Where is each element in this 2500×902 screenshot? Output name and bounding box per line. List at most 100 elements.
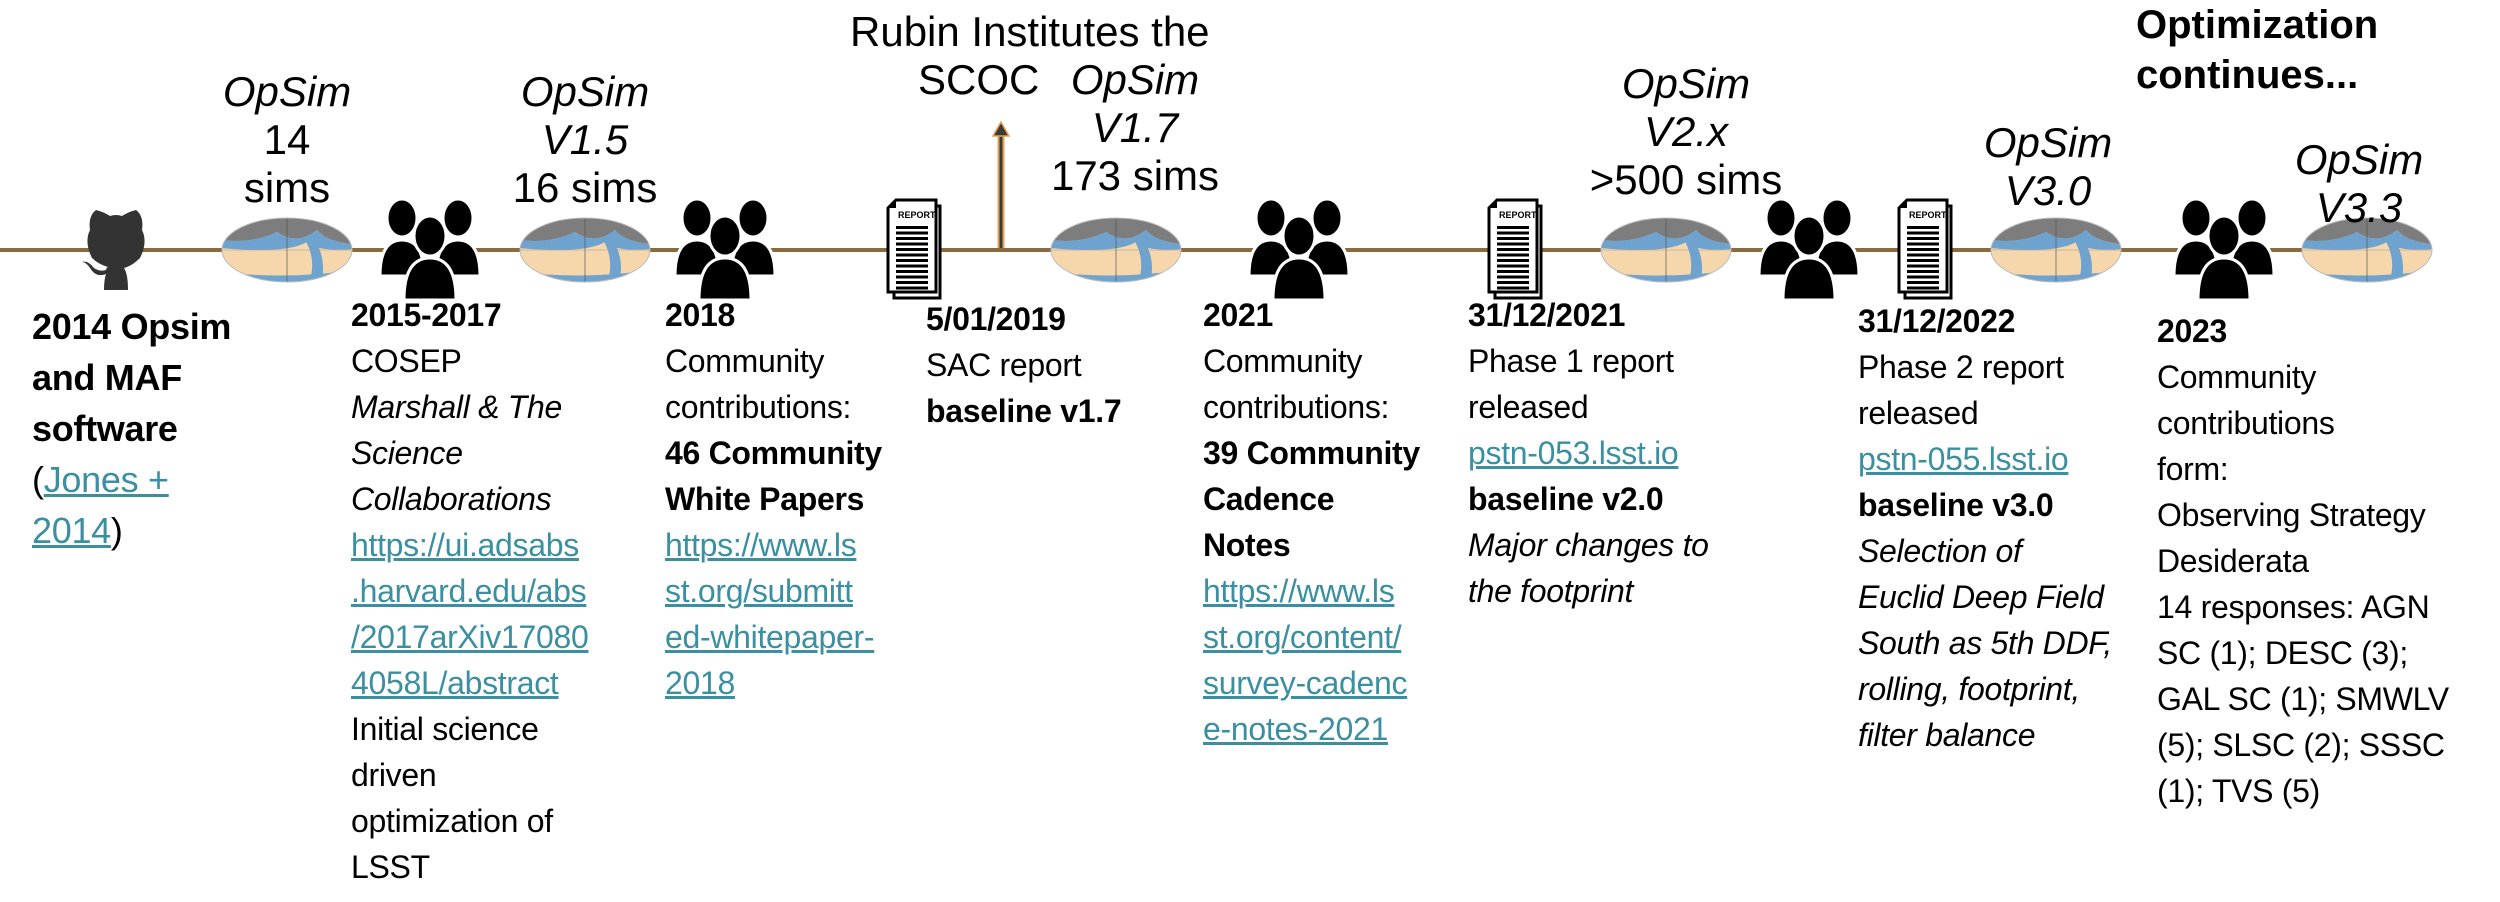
label-opsim-v33: OpSim V3.3	[2295, 136, 2423, 232]
link[interactable]: st.org/submitt	[665, 573, 853, 609]
text: Observing Strategy	[2157, 497, 2426, 533]
text-line: .harvard.edu/abs	[351, 568, 588, 614]
text-line: Phase 2 report	[1858, 344, 2112, 390]
link[interactable]: e-notes-2021	[1203, 711, 1388, 747]
text-line: Observing Strategy	[2157, 492, 2449, 538]
text-line: 4058L/abstract	[351, 660, 588, 706]
globe-map-icon	[1600, 217, 1732, 283]
text-line: e-notes-2021	[1203, 706, 1420, 752]
link[interactable]: https://www.ls	[665, 527, 857, 563]
label-line: OpSim	[1070, 56, 1200, 103]
text-line: Notes	[1203, 522, 1420, 568]
text: software	[32, 408, 178, 449]
text-line: 2014)	[32, 505, 231, 556]
people-group-icon	[1757, 197, 1861, 302]
text: released	[1858, 395, 1979, 431]
label-opsim-14: OpSim 14 sims	[223, 68, 351, 212]
text: 5/01/2019	[926, 301, 1066, 337]
text: Initial science	[351, 711, 539, 747]
text-line: (5); SLSC (2); SSSC	[2157, 722, 2449, 768]
globe-map-icon	[2301, 217, 2433, 283]
label-line: V2.x	[1643, 108, 1729, 155]
text-line: contributions:	[665, 384, 882, 430]
text: Euclid Deep Field	[1858, 579, 2104, 615]
text-line: baseline v2.0	[1468, 476, 1709, 522]
link[interactable]: pstn-055.lsst.io	[1858, 441, 2069, 477]
link[interactable]: .harvard.edu/abs	[351, 573, 587, 609]
text-line: South as 5th DDF,	[1858, 620, 2112, 666]
text-line: optimization of	[351, 798, 588, 844]
text: Cadence	[1203, 481, 1335, 517]
link[interactable]: 2014	[32, 510, 111, 551]
label-line: V3.3	[2315, 184, 2403, 231]
globe-map-icon	[519, 217, 651, 283]
svg-text:REPORT: REPORT	[1499, 210, 1537, 220]
text-line: 46 Community	[665, 430, 882, 476]
label-line: sims	[243, 164, 331, 211]
label-line: OpSim	[1983, 119, 2113, 166]
link[interactable]: https://ui.adsabs	[351, 527, 579, 563]
text-line: st.org/content/	[1203, 614, 1420, 660]
label-optimization-continues: Optimization continues...	[2136, 0, 2378, 100]
text: 14 responses: AGN	[2157, 589, 2430, 625]
text-line: rolling, footprint,	[1858, 666, 2112, 712]
link[interactable]: https://www.ls	[1203, 573, 1395, 609]
globe-map-icon	[1990, 217, 2122, 283]
text: filter balance	[1858, 717, 2036, 753]
text-line: baseline v1.7	[926, 388, 1122, 434]
text: baseline v1.7	[926, 393, 1122, 429]
text: released	[1468, 389, 1589, 425]
link[interactable]: pstn-053.lsst.io	[1468, 435, 1679, 471]
text-line: released	[1858, 390, 2112, 436]
text-line: and MAF	[32, 352, 231, 403]
label-line: OpSim	[1621, 60, 1751, 107]
report-document-icon: REPORT	[1897, 198, 1953, 300]
text-line: https://www.ls	[665, 522, 882, 568]
text: Notes	[1203, 527, 1291, 563]
text: Major changes to	[1468, 527, 1709, 563]
text: optimization of	[351, 803, 553, 839]
link[interactable]: 4058L/abstract	[351, 665, 559, 701]
label-line: OpSim	[222, 68, 352, 115]
text-line: Desiderata	[2157, 538, 2449, 584]
link[interactable]: /2017arXiv17080	[351, 619, 589, 655]
people-group-icon	[378, 197, 482, 302]
text: the footprint	[1468, 573, 1634, 609]
link[interactable]: survey-cadenc	[1203, 665, 1408, 701]
text-line: 2018	[665, 292, 882, 338]
label-line: >500 sims	[1589, 156, 1783, 203]
text: 2021	[1203, 297, 1273, 333]
text: White Papers	[665, 481, 865, 517]
text: 2018	[665, 297, 735, 333]
text: 2023	[2157, 313, 2227, 349]
text-line: 31/12/2022	[1858, 298, 2112, 344]
text: Community	[665, 343, 825, 379]
text: (	[32, 459, 44, 500]
svg-text:REPORT: REPORT	[898, 210, 936, 220]
label-opsim-v30: OpSim V3.0	[1984, 119, 2112, 215]
label-line: V3.0	[2004, 167, 2092, 214]
text-line: Cadence	[1203, 476, 1420, 522]
link[interactable]: ed-whitepaper-	[665, 619, 875, 655]
text: (5); SLSC (2); SSSC	[2157, 727, 2445, 763]
text-line: Selection of	[1858, 528, 2112, 574]
text: Science	[351, 435, 463, 471]
link[interactable]: 2018	[665, 665, 735, 701]
text-line: 2023	[2157, 308, 2449, 354]
label-line: 173 sims	[1050, 152, 1220, 199]
link[interactable]: st.org/content/	[1203, 619, 1402, 655]
text: SC (1); DESC (3);	[2157, 635, 2408, 671]
text-line: 14 responses: AGN	[2157, 584, 2449, 630]
text: contributions	[2157, 405, 2335, 441]
text-line: 2021	[1203, 292, 1420, 338]
link[interactable]: Jones +	[43, 459, 169, 500]
text: 2014 Opsim	[32, 306, 232, 347]
label-line: continues...	[2136, 53, 2359, 97]
text: COSEP	[351, 343, 462, 379]
text: Community	[1203, 343, 1363, 379]
text-line: (1); TVS (5)	[2157, 768, 2449, 814]
text-line: software	[32, 403, 231, 454]
label-line: SCOC	[918, 56, 1040, 103]
